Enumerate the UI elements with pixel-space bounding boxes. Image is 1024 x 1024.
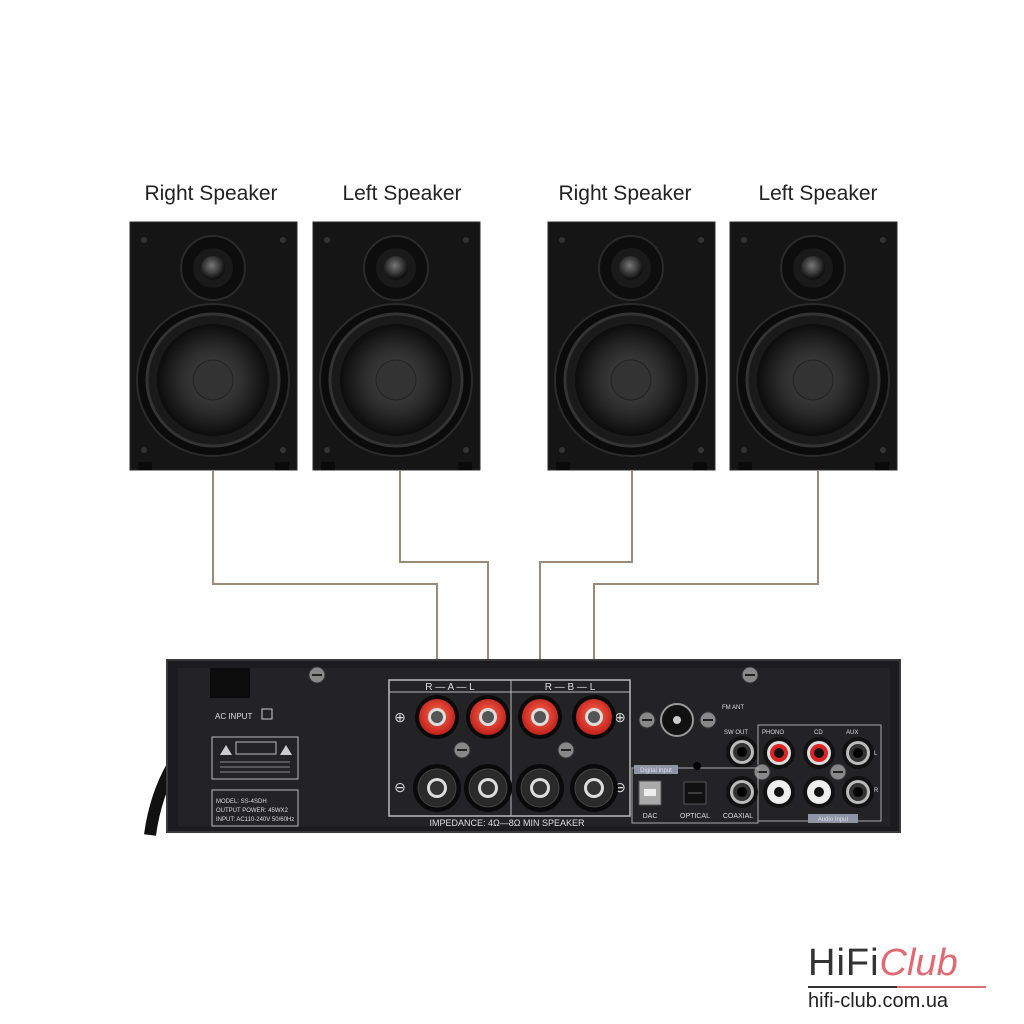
left-channel-label: L: [874, 751, 878, 757]
speaker-3: [546, 220, 717, 472]
plus-label-a: ⊕: [394, 709, 406, 725]
speaker-label-3: Right Speaker: [558, 182, 692, 205]
right-channel-label: R: [874, 788, 879, 794]
wire-3: [539, 470, 633, 710]
minus-label-b: ⊖: [614, 779, 626, 795]
minus-label-a: ⊖: [394, 779, 406, 795]
speaker-label-1: Right Speaker: [144, 182, 278, 205]
channel-b-label: R — B — L: [545, 682, 596, 693]
speaker-4: [728, 220, 899, 472]
wire-4: [593, 470, 819, 710]
speaker-label-2: Left Speaker: [342, 182, 462, 205]
output-power-label: OUTPUT POWER: 45WX2: [216, 808, 289, 814]
input-rating-label: INPUT: AC110-240V 50/60Hz: [216, 817, 294, 823]
hifi-club-logo: HiFiClub hifi-club.com.ua: [808, 942, 986, 1013]
optical-label: OPTICAL: [680, 813, 710, 820]
logo-divider: [808, 986, 986, 988]
logo-url: hifi-club.com.ua: [808, 990, 949, 1012]
speaker-wires: [212, 470, 819, 710]
wire-1: [212, 470, 438, 710]
ac-input-label: AC INPUT: [215, 712, 252, 721]
impedance-label: IMPEDANCE: 4Ω—8Ω MIN SPEAKER: [430, 818, 585, 828]
fm-ant-label: FM ANT: [722, 705, 744, 711]
speaker-label-4: Left Speaker: [758, 182, 878, 205]
plus-label-b: ⊕: [614, 709, 626, 725]
coaxial-label: COAXIAL: [723, 813, 753, 820]
dac-label: DAC: [643, 813, 658, 820]
channel-a-label: R — A — L: [425, 682, 475, 693]
digital-input-label: Digital Input: [640, 768, 672, 774]
sw-out-label: SW OUT: [724, 730, 748, 736]
wire-2: [399, 470, 489, 710]
logo-hifi-text: HiFi: [808, 942, 880, 984]
audio-input-label: Audio Input: [818, 817, 849, 823]
cd-label: CD: [814, 730, 823, 736]
phono-label: PHONO: [762, 730, 784, 736]
speaker-1: [128, 220, 299, 472]
aux-label: AUX: [846, 730, 858, 736]
model-label: MODEL: SS-4SDH: [216, 799, 267, 805]
amplifier-rear-panel: AC INPUT MODEL: SS-4SDH OUTPUT POWER: 45…: [166, 659, 901, 833]
speaker-2: [311, 220, 482, 472]
logo-club-text: Club: [879, 942, 958, 984]
